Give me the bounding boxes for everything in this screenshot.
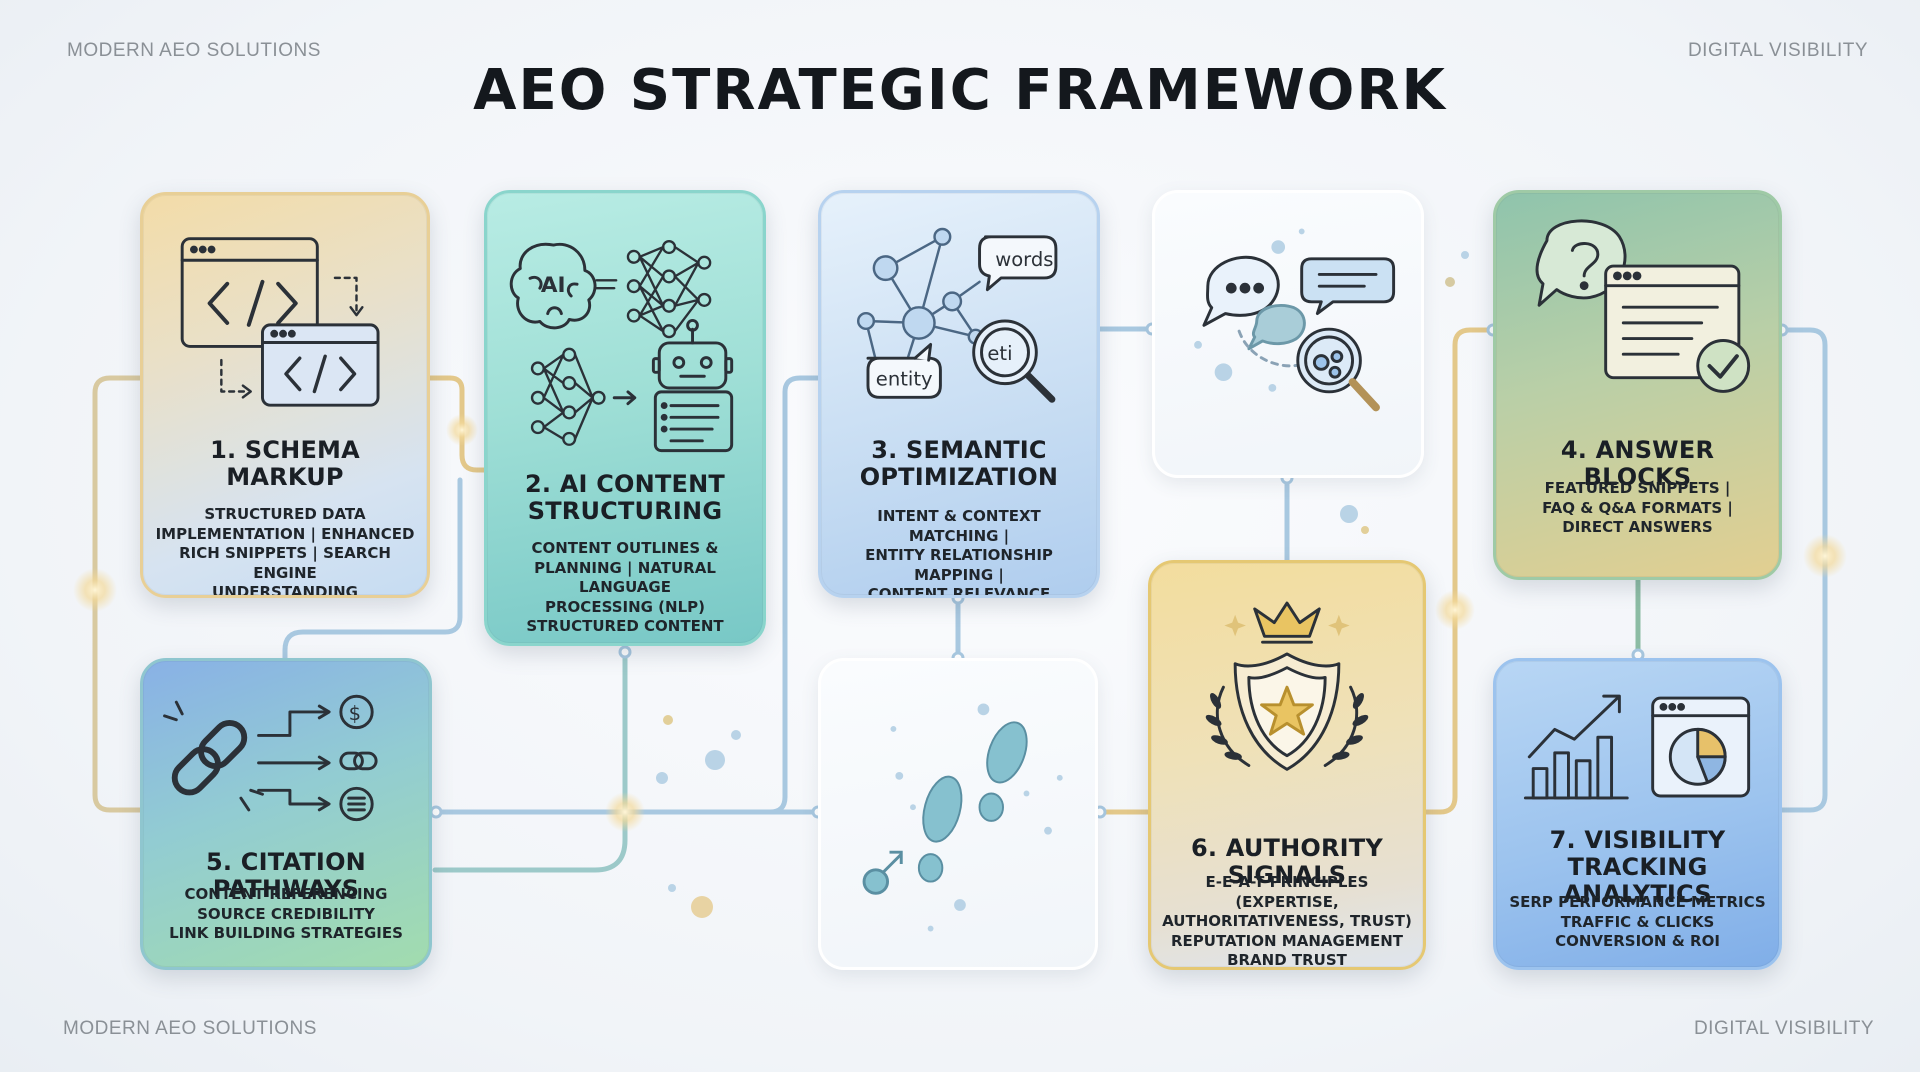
card-visibility-tracking[interactable]: 7. VISIBILITY TRACKING ANALYTICS SERP PE… — [1493, 658, 1782, 970]
card-title: 2. AI CONTENT STRUCTURING — [525, 470, 725, 525]
code-windows-icon — [180, 237, 380, 407]
svg-text:$: $ — [349, 702, 361, 725]
card-semantic-optimization[interactable]: words entity eti 3. SEMANTIC OPTIMIZATIO… — [818, 190, 1100, 598]
card-citation-pathways[interactable]: $ 5. CITATION PATHWAYS CONTENT REFERENCI… — [140, 658, 432, 970]
card-description: FEATURED SNIPPETS | FAQ & Q&A FORMATS | … — [1542, 479, 1733, 536]
card-answer-blocks[interactable]: 4. ANSWER BLOCKS FEATURED SNIPPETS | FAQ… — [1493, 190, 1782, 580]
wire-to-semantic — [622, 375, 823, 815]
card-title: 7. VISIBILITY TRACKING ANALYTICS — [1549, 826, 1726, 908]
card-description: E-E-A-T PRINCIPLES (EXPERTISE, AUTHORITA… — [1162, 873, 1412, 969]
corner-label-top-left: MODERN AEO SOLUTIONS — [67, 40, 321, 61]
card-description: STRUCTURED DATA IMPLEMENTATION | ENHANCE… — [155, 505, 415, 598]
ai-brain-robot-icon: AI — [509, 239, 734, 453]
wire-ai-down — [432, 642, 628, 873]
wire-authority-answer — [1422, 327, 1496, 815]
card-description: CONTENT OUTLINES & PLANNING | NATURAL LA… — [526, 539, 724, 635]
corner-label-top-right: DIGITAL VISIBILITY — [1687, 40, 1868, 61]
corner-label-bottom-right: DIGITAL VISIBILITY — [1693, 1018, 1874, 1039]
card-description: CONTENT REFERENCING SOURCE CREDIBILITY L… — [169, 885, 403, 942]
card-title: 3. SEMANTIC OPTIMIZATION — [859, 436, 1059, 491]
crown-shield-icon — [1205, 601, 1369, 771]
card-title: 5. CITATION PATHWAYS — [206, 848, 366, 903]
question-window-check-icon — [1535, 219, 1751, 393]
card-schema-markup[interactable]: 1. SCHEMA MARKUP STRUCTURED DATA IMPLEME… — [140, 192, 430, 598]
svg-text:eti: eti — [987, 342, 1012, 365]
chat-search-icon — [1194, 228, 1396, 412]
card-ai-content[interactable]: AI 2. AI — [484, 190, 766, 646]
entity-graph-icon: words entity eti — [856, 227, 1058, 403]
wire-citation-ai — [282, 477, 463, 661]
svg-text:entity: entity — [876, 368, 933, 391]
footsteps-icon — [862, 703, 1063, 932]
card-authority-signals[interactable]: 6. AUTHORITY SIGNALS E-E-A-T PRINCIPLES … — [1148, 560, 1426, 970]
analytics-chart-icon — [1523, 694, 1751, 800]
card-title: 4. ANSWER BLOCKS — [1560, 436, 1715, 491]
card-conversation-visual — [1152, 190, 1424, 478]
page-title: AEO STRATEGIC FRAMEWORK — [473, 58, 1447, 123]
svg-text:AI: AI — [541, 273, 566, 298]
card-description: INTENT & CONTEXT MATCHING | ENTITY RELAT… — [865, 507, 1053, 598]
card-description: SERP PERFORMANCE METRICS TRAFFIC & CLICK… — [1509, 893, 1766, 950]
card-title: 6. AUTHORITY SIGNALS — [1191, 834, 1383, 889]
svg-text:words: words — [995, 248, 1053, 271]
card-title: 1. SCHEMA MARKUP — [210, 436, 360, 491]
corner-label-bottom-left: MODERN AEO SOLUTIONS — [63, 1018, 317, 1039]
card-journey-visual — [818, 658, 1098, 970]
link-pathways-icon: $ — [163, 694, 378, 822]
